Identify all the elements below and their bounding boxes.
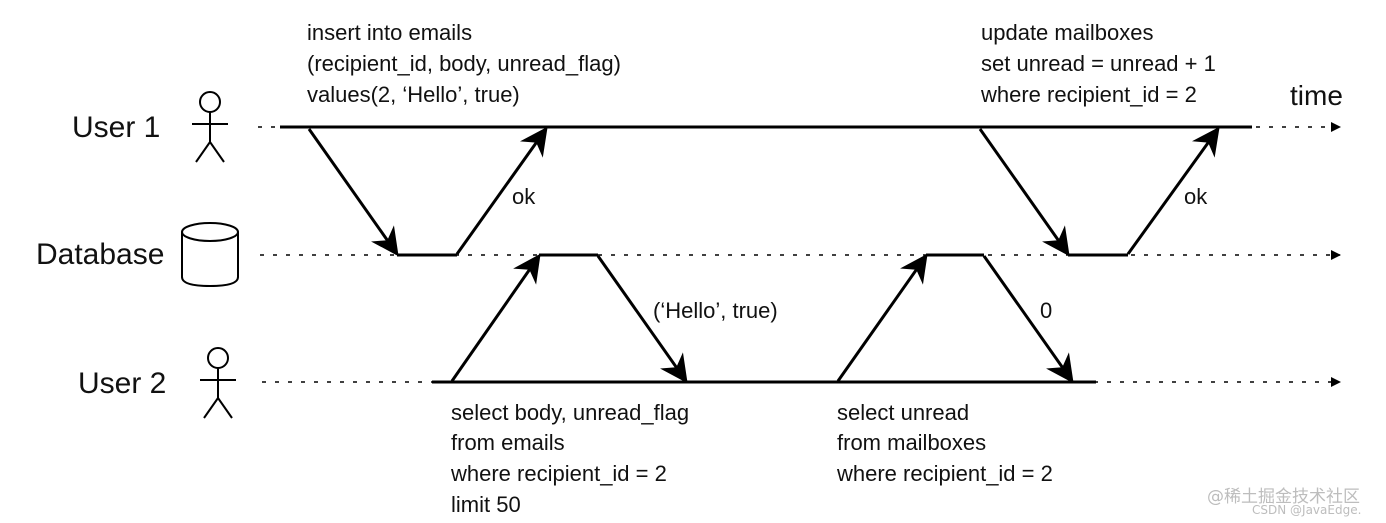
arrow-db-update-ok: [1126, 126, 1220, 255]
user2-stick-figure-icon: [200, 347, 236, 419]
database-cylinder-icon: [181, 222, 239, 288]
query-user2-select-unread: select unread from mailboxes where recip…: [836, 400, 1053, 486]
query-line: set unread = unread + 1: [981, 51, 1216, 76]
arrow-user2-select-unread-request: [836, 253, 928, 382]
query-user1-update: update mailboxes set unread = unread + 1…: [980, 20, 1216, 107]
query-line: insert into emails: [307, 20, 472, 45]
time-axis-label: time: [1290, 80, 1343, 111]
reply-unread-result: 0: [1040, 298, 1052, 323]
arrow-user2-select-emails-request: [450, 253, 541, 382]
user1-stick-figure-icon: [192, 91, 228, 163]
actor-label-user2: User 2: [78, 367, 166, 400]
query-line: limit 50: [451, 492, 521, 517]
actor-label-user1: User 1: [72, 111, 160, 144]
query-line: select unread: [837, 400, 969, 425]
query-line: from mailboxes: [837, 430, 986, 455]
query-line: values(2, ‘Hello’, true): [307, 82, 520, 107]
query-line: select body, unread_flag: [451, 400, 689, 425]
arrow-db-insert-ok: [455, 126, 548, 255]
watermark-line1: @稀土掘金技术社区: [1207, 487, 1360, 507]
query-line: update mailboxes: [981, 20, 1153, 45]
query-line: from emails: [451, 430, 565, 455]
query-line: where recipient_id = 2: [450, 461, 667, 486]
reply-update-ok: ok: [1184, 184, 1208, 209]
query-line: where recipient_id = 2: [980, 82, 1197, 107]
query-user1-insert: insert into emails (recipient_id, body, …: [307, 20, 621, 107]
reply-emails-result: (‘Hello’, true): [653, 298, 778, 323]
reply-insert-ok: ok: [512, 184, 536, 209]
query-user2-select-emails: select body, unread_flag from emails whe…: [450, 400, 689, 517]
arrow-db-unread-result: [982, 255, 1074, 384]
arrow-db-emails-result: [596, 255, 688, 384]
arrow-user1-insert-request: [307, 128, 399, 257]
arrow-user1-update-request: [978, 128, 1070, 257]
query-line: where recipient_id = 2: [836, 461, 1053, 486]
watermark-line2: CSDN @JavaEdge.: [1252, 503, 1361, 517]
actor-label-database: Database: [36, 238, 164, 271]
query-line: (recipient_id, body, unread_flag): [307, 51, 621, 76]
